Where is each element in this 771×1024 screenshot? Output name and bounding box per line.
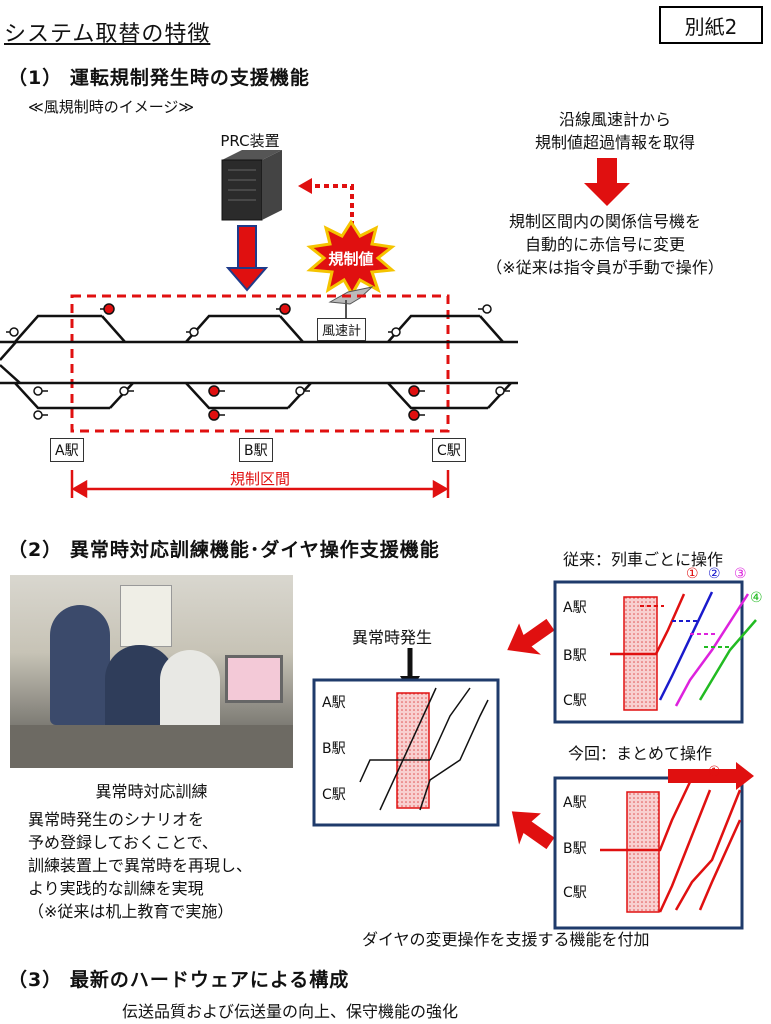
initial-diagram	[312, 678, 500, 827]
prc-server-icon	[221, 150, 282, 221]
desc-line-2: 予め登録しておくことで、	[28, 833, 218, 852]
result-line-2: 自動的に赤信号に変更	[524, 235, 685, 254]
diag1-station-b: B駅	[322, 741, 346, 757]
railway-tracks	[0, 314, 518, 410]
section1-heading: （1） 運転規制発生時の支援機能	[8, 67, 310, 89]
new-method-diagram	[553, 762, 754, 930]
new-method-label: 今回：まとめて操作	[568, 744, 713, 763]
marker-3: ③	[734, 566, 747, 582]
info-line-1: 沿線風速計から	[558, 110, 671, 129]
timetable-diagrams	[312, 580, 757, 930]
section3-desc: 伝送品質および伝送量の向上、保守機能の強化	[122, 1002, 459, 1021]
info-line-2: 規制値超過情報を取得	[534, 133, 695, 152]
desc-line-1: 異常時発生のシナリオを	[28, 810, 205, 829]
section2-heading: （2） 異常時対応訓練機能･ダイヤ操作支援機能	[8, 539, 440, 561]
burst-label: 規制値	[328, 250, 374, 268]
station-a-label: A駅	[50, 438, 84, 462]
old-method-diagram	[553, 580, 757, 724]
red-arrow-icon	[507, 618, 555, 655]
section-range-arrow	[70, 470, 450, 499]
diag1-station-a: A駅	[322, 695, 346, 711]
down-arrow-icon	[225, 225, 269, 292]
anemometer-label: 風速計	[317, 318, 367, 341]
marker-1: ①	[686, 566, 699, 582]
wind-regulation-diagram	[0, 150, 630, 499]
training-photo	[10, 575, 293, 768]
station-b-label: B駅	[239, 438, 273, 462]
diag3-station-b: B駅	[563, 841, 587, 857]
section2-footer: ダイヤの変更操作を支援する機能を付加	[362, 930, 650, 949]
result-line-3: （※従来は指令員が手動で操作）	[486, 258, 724, 277]
desc-line-3: 訓練装置上で異常時を再現し、	[28, 856, 253, 875]
regulation-section-label: 規制区間	[229, 470, 290, 488]
desc-line-5: （※従来は机上教育で実施）	[28, 902, 234, 921]
old-method-label: 従来：列車ごとに操作	[563, 550, 724, 569]
marker-4: ④	[750, 590, 763, 606]
attachment-label: 別紙2	[659, 6, 763, 44]
event-label: 異常時発生	[352, 628, 433, 647]
result-line-1: 規制区間内の関係信号機を	[508, 212, 701, 231]
station-c-label: C駅	[432, 438, 466, 462]
section1-subheading: ≪風規制時のイメージ≫	[28, 98, 195, 116]
diag2-station-a: A駅	[563, 600, 587, 616]
dotted-arrow-icon	[298, 178, 354, 235]
marker-bulk: ①	[708, 764, 721, 780]
photo-caption: 異常時対応訓練	[95, 782, 208, 801]
diag2-station-b: B駅	[563, 648, 587, 664]
diag3-station-a: A駅	[563, 795, 587, 811]
red-arrow-icon-2	[511, 811, 555, 850]
result-arrow-icon	[584, 158, 630, 206]
anemometer-icon	[328, 286, 374, 318]
regulation-area-box	[70, 294, 450, 433]
bulk-arrow-icon	[668, 762, 754, 790]
marker-2: ②	[708, 566, 721, 582]
diag3-station-c: C駅	[563, 885, 587, 901]
desc-line-4: より実践的な訓練を実現	[28, 879, 204, 898]
prc-label: PRC装置	[220, 132, 280, 150]
diag2-station-c: C駅	[563, 693, 587, 709]
section3-heading: （3） 最新のハードウェアによる構成	[8, 969, 350, 991]
signal-icons	[6, 303, 510, 421]
diag1-station-c: C駅	[322, 787, 346, 803]
page-title: システム取替の特徴	[4, 22, 211, 47]
